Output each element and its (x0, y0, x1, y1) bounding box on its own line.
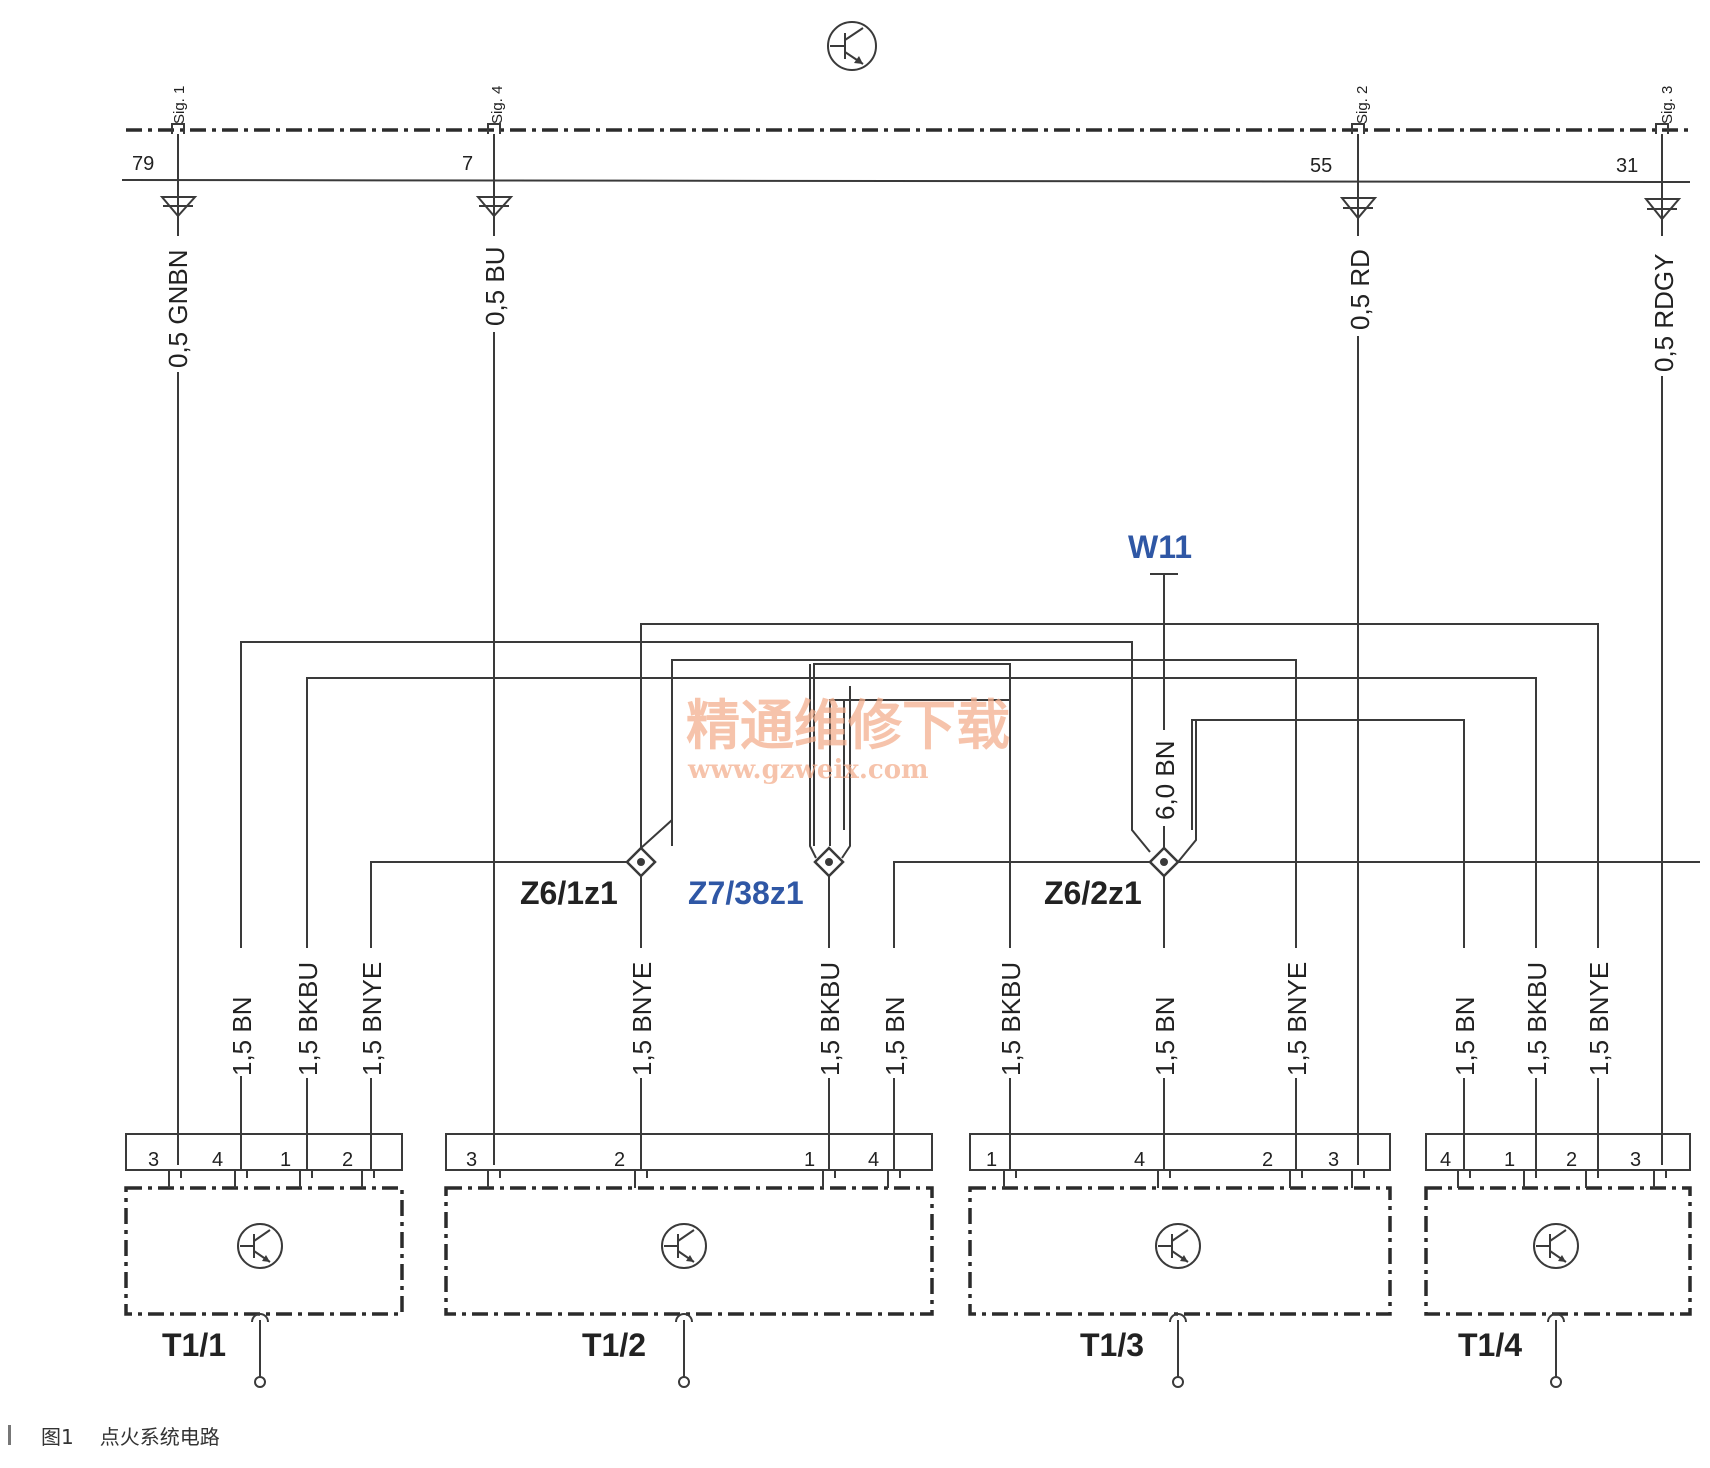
signal-label: Sig. 2 (1354, 86, 1371, 124)
ecu-signal-1: Sig. 1 79 0,5 GNBN (132, 86, 198, 369)
ecu-signal-3: Sig. 3 31 0,5 RDGY (1616, 86, 1682, 373)
pin-number: 3 (148, 1149, 159, 1171)
wire-label: 0,5 BU (480, 247, 510, 327)
wire-label: 1,5 BNYE (1584, 962, 1614, 1076)
caption-bar (8, 1425, 11, 1445)
wire-label: 1,5 BN (1150, 997, 1180, 1077)
pin-number: 31 (1616, 155, 1638, 177)
pin-number: 2 (1262, 1149, 1273, 1171)
wire-label: 1,5 BKBU (996, 962, 1026, 1076)
coil-label: T1/1 (162, 1327, 226, 1363)
ground-icon (1169, 1313, 1187, 1388)
pin-number: 7 (462, 153, 473, 175)
pin-number: 55 (1310, 155, 1332, 177)
pin-number: 3 (466, 1149, 477, 1171)
coil-body (968, 1186, 1392, 1316)
pin-number: 2 (614, 1149, 625, 1171)
coil-t1-1: 3 4 1 2 1,5 BN 1,5 BKBU 1,5 BNYE T1/1 (124, 962, 404, 1388)
coil-t1-4: 4 1 2 3 1,5 BN 1,5 BKBU 1,5 BNYE T1/4 (1424, 962, 1692, 1388)
pin-number: 3 (1630, 1149, 1641, 1171)
transistor-icon (237, 1223, 283, 1269)
ground-icon (675, 1313, 693, 1388)
connector-icon (1655, 123, 1669, 134)
coil-body (1424, 1186, 1692, 1316)
wire-label: 1,5 BKBU (293, 962, 323, 1076)
pin-number: 1 (280, 1149, 291, 1171)
pin-number: 1 (986, 1149, 997, 1171)
connector-icon (487, 123, 501, 134)
coil-body (444, 1186, 934, 1316)
wire-label: 0,5 RD (1345, 249, 1375, 330)
signal-label: Sig. 4 (489, 86, 506, 124)
figure-title: 点火系统电路 (99, 1424, 220, 1449)
ecu-signal-2: Sig. 2 55 0,5 RD (1310, 86, 1378, 330)
ground-icon (251, 1313, 269, 1388)
pin-number: 1 (1504, 1149, 1515, 1171)
pin-number: 2 (1566, 1149, 1577, 1171)
splice-label: Z6/1z1 (520, 875, 618, 911)
wire-label: 1,5 BNYE (627, 962, 657, 1076)
ecu-bus-line (121, 179, 1691, 183)
ground-icon (1547, 1313, 1565, 1388)
signal-label: Sig. 3 (1659, 86, 1676, 124)
transistor-icon (827, 21, 877, 71)
coil-label: T1/4 (1458, 1327, 1522, 1363)
transistor-icon (661, 1223, 707, 1269)
coil-t1-3: 1 4 2 3 1,5 BKBU 1,5 BN 1,5 BNYE T1/3 (968, 962, 1392, 1388)
wire-label: 1,5 BKBU (1522, 962, 1552, 1076)
splice-label: Z6/2z1 (1044, 875, 1142, 911)
wire-label: 1,5 BNYE (1282, 962, 1312, 1076)
wire-label: 1,5 BN (1450, 997, 1480, 1077)
splice-z738: Z7/38z1 (688, 664, 851, 911)
w11-wire-label: 6,0 BN (1150, 741, 1180, 821)
wire-label: 1,5 BN (227, 997, 257, 1077)
signal-label: Sig. 1 (171, 86, 188, 124)
coil-body (124, 1186, 404, 1316)
pin-number: 4 (1134, 1149, 1145, 1171)
ecu-signal-4: Sig. 4 7 0,5 BU (462, 86, 514, 327)
pin-number: 4 (868, 1149, 879, 1171)
splice-z61: Z6/1z1 (520, 660, 673, 911)
pin-number: 2 (342, 1149, 353, 1171)
transistor-icon (1533, 1223, 1579, 1269)
transistor-icon (1155, 1223, 1201, 1269)
wire-label: 1,5 BKBU (815, 962, 845, 1076)
figure-number: 图1 (41, 1424, 74, 1449)
wire-label: 1,5 BN (880, 997, 910, 1077)
watermark-url: www.gzweix.com (687, 755, 929, 785)
wire-label: 0,5 GNBN (163, 250, 193, 369)
pin-number: 4 (1440, 1149, 1451, 1171)
splice-z62: Z6/2z1 (1044, 720, 1197, 911)
figure-caption: 图1 点火系统电路 (8, 1420, 220, 1450)
connector-icon (1351, 123, 1365, 134)
pin-number: 3 (1328, 1149, 1339, 1171)
w11-label: W11 (1128, 529, 1192, 565)
watermark-title: 精通维修下载 (686, 693, 1010, 757)
connector-icon (171, 123, 185, 134)
pin-number: 4 (212, 1149, 223, 1171)
wire-label: 1,5 BNYE (357, 962, 387, 1076)
pin-number: 79 (132, 153, 154, 175)
coil-t1-2: 3 2 1 4 1,5 BNYE 1,5 BKBU 1,5 BN T1/2 (444, 962, 934, 1388)
pin-number: 1 (804, 1149, 815, 1171)
coil-label: T1/3 (1080, 1327, 1144, 1363)
wire-label: 0,5 RDGY (1649, 254, 1679, 373)
splice-label: Z7/38z1 (688, 875, 804, 911)
coil-label: T1/2 (582, 1327, 646, 1363)
